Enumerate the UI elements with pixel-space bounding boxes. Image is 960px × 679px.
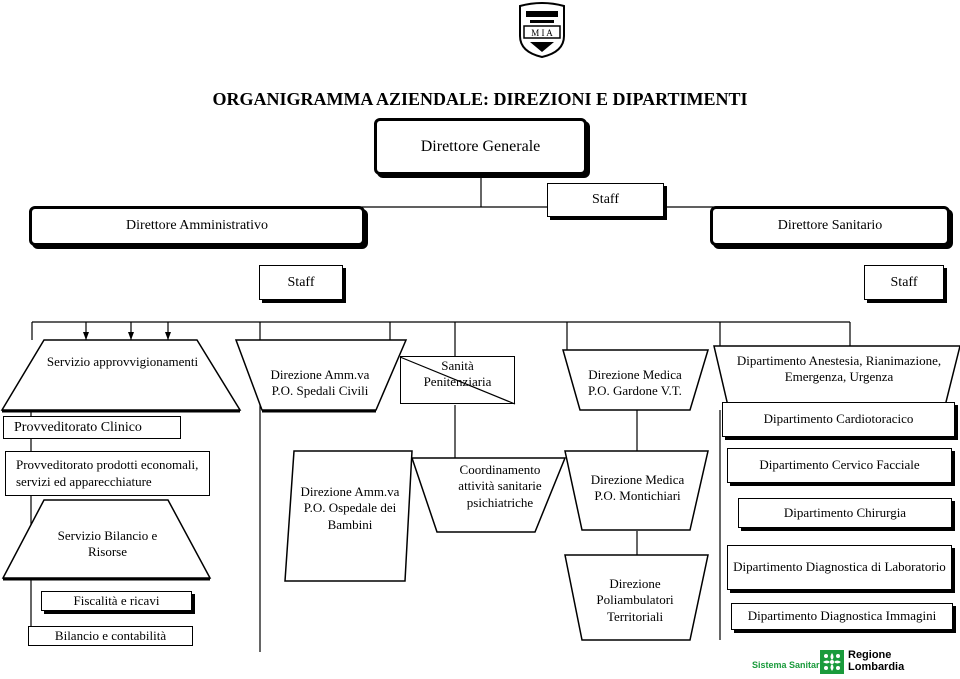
sistema-sanitario-text: Sistema Sanitario [752,660,828,670]
coordinamento-psichiatriche-label: Coordinamento attività sanitarie psichia… [458,462,542,510]
gardone-shape [562,349,710,411]
bilancio-contabilita-box: Bilancio e contabilità [28,626,193,646]
svg-text:M I A: M I A [531,28,553,38]
provveditorato-clinico-box: Provveditorato Clinico [3,416,181,439]
staff-amministrativo-box: Staff [259,265,343,300]
dir-poliambulatori-label: Direzione Poliambulatori Territoriali [596,576,674,624]
direttore-amministrativo-label: Direttore Amministrativo [126,218,268,234]
dipartimento-laboratorio-box: Dipartimento Diagnostica di Laboratorio [727,545,952,590]
provveditorato-economali-box: Provveditorato prodotti economali, servi… [5,451,210,496]
page-title: ORGANIGRAMMA AZIENDALE: DIREZIONI E DIPA… [212,89,748,109]
dir-amm-bambini-label: Direzione Amm.va P.O. Ospedale dei Bambi… [300,484,400,532]
fiscalita-box: Fiscalità e ricavi [41,591,192,611]
dipartimento-cardiotoracico-label: Dipartimento Cardiotoracico [763,411,914,427]
montichiari-shape [564,450,709,531]
staff-dg-label: Staff [592,192,619,208]
dipartimento-cervico-facciale-label: Dipartimento Cervico Facciale [759,457,920,473]
sanita-penitenziaria-label: Sanità Penitenziaria [423,357,492,389]
dipartimento-anestesia-label: Dipartimento Anestesia, Rianimazione, Em… [736,353,942,385]
approvvigionamenti-shape [0,339,242,411]
provveditorato-clinico-label: Provveditorato Clinico [14,419,142,435]
dipartimento-laboratorio-label: Dipartimento Diagnostica di Laboratorio [733,559,946,575]
bilancio-contabilita-label: Bilancio e contabilità [54,627,167,643]
direttore-generale-box: Direttore Generale [374,118,587,175]
dir-medica-montichiari-label: Direzione Medica P.O. Montichiari [590,472,685,504]
dir-medica-gardone-label: Direzione Medica P.O. Gardone V.T. [588,367,682,399]
hospital-seal-logo: M I A [519,2,565,58]
direttore-sanitario-label: Direttore Sanitario [777,218,883,234]
dipartimento-cervico-facciale-box: Dipartimento Cervico Facciale [727,448,952,483]
dipartimento-immagini-box: Dipartimento Diagnostica Immagini [731,603,953,630]
bambini-shape [284,450,413,582]
lombardia-text: Lombardia [848,661,905,673]
direttore-amministrativo-box: Direttore Amministrativo [29,206,365,246]
bilancio-risorse-label: Servizio Bilancio e Risorse [57,528,158,560]
dipartimento-immagini-label: Dipartimento Diagnostica Immagini [747,608,937,624]
direttore-sanitario-box: Direttore Sanitario [710,206,950,246]
dipartimento-chirurgia-label: Dipartimento Chirurgia [783,504,907,520]
servizio-approvvigionamenti-label: Servizio approvvigionamenti [46,354,199,369]
dipartimento-cardiotoracico-box: Dipartimento Cardiotoracico [722,402,955,437]
staff-sanitario-box: Staff [864,265,944,300]
sanita-penitenziaria-box: Sanità Penitenziaria [400,356,515,404]
dir-amm-spedali-label: Direzione Amm.va P.O. Spedali Civili [270,367,370,399]
fiscalita-label: Fiscalità e ricavi [73,592,160,608]
poliambulatori-shape [564,554,709,641]
direttore-generale-label: Direttore Generale [420,137,541,155]
dipartimento-chirurgia-box: Dipartimento Chirurgia [738,498,952,528]
psichiatriche-shape [410,457,567,533]
provveditorato-economali-label: Provveditorato prodotti economali, servi… [16,457,199,489]
regione-lombardia-logo: Sistema Sanitario Regione Lombardia [752,650,912,678]
rosa-camuna-icon [820,650,844,674]
regione-text: Regione [848,649,892,661]
staff-amministrativo-label: Staff [287,274,315,290]
staff-sanitario-label: Staff [890,274,918,290]
staff-dg-box: Staff [547,183,664,217]
